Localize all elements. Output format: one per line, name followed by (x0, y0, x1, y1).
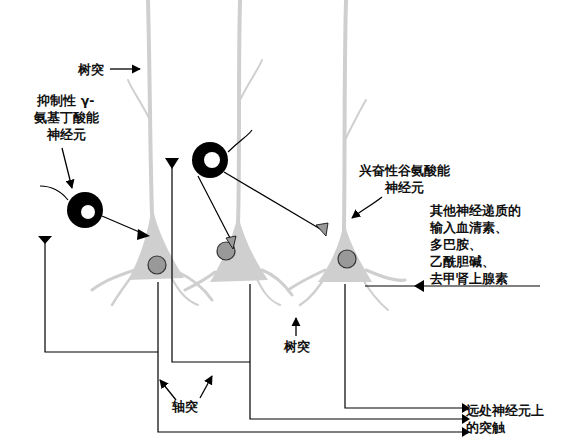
pyramidal-somas (128, 205, 372, 282)
callout-label: 远处神经元上 的突触 (466, 402, 562, 436)
callout-label: 轴突 (172, 398, 204, 415)
axons (45, 165, 540, 432)
synapse (226, 236, 236, 249)
inhibitory-neurons (40, 130, 252, 228)
synapse (316, 223, 328, 236)
nuclei (148, 242, 356, 274)
synapses (38, 158, 470, 437)
callout-label: 兴奋性谷氨酸能 神经元 (352, 162, 456, 196)
dendrites (92, 0, 405, 310)
callout-label: 其他神经递质的 输入血清素、 多巴胺、 乙酰胆碱、 去甲肾上腺素 (430, 202, 524, 287)
synapse (137, 229, 150, 240)
inhibitory-axons (102, 172, 322, 238)
callout-label: 树突 (284, 338, 316, 355)
callout-label: 树突 (78, 61, 110, 78)
leader-arrows (62, 69, 382, 400)
callout-label: 抑制性 γ-氨基丁酸能 神经元 (24, 92, 108, 143)
